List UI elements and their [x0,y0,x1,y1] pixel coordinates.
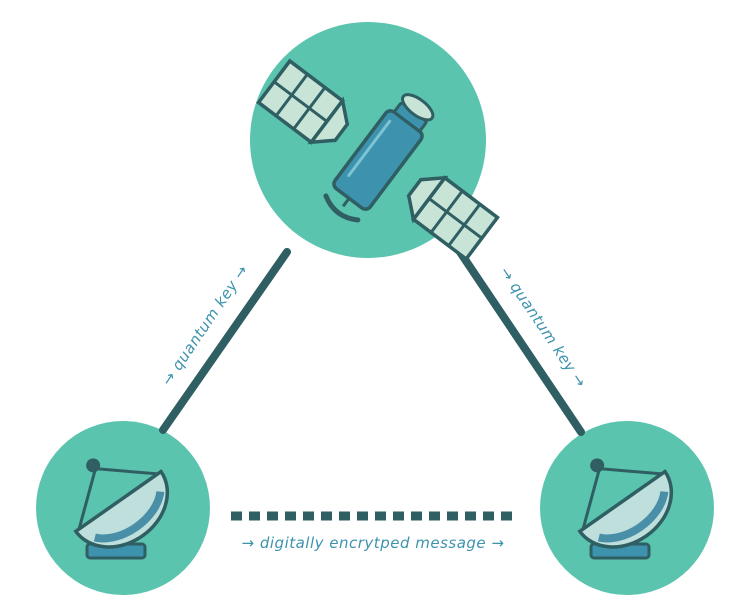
left-quantum-link [159,248,291,434]
left-satellite-dish-icon [73,458,170,560]
satellite-icon [256,58,500,262]
bottom-link-label: → digitally encrytped message → [242,534,505,552]
right-quantum-link [456,248,585,436]
right-satellite-dish-icon [577,458,674,560]
